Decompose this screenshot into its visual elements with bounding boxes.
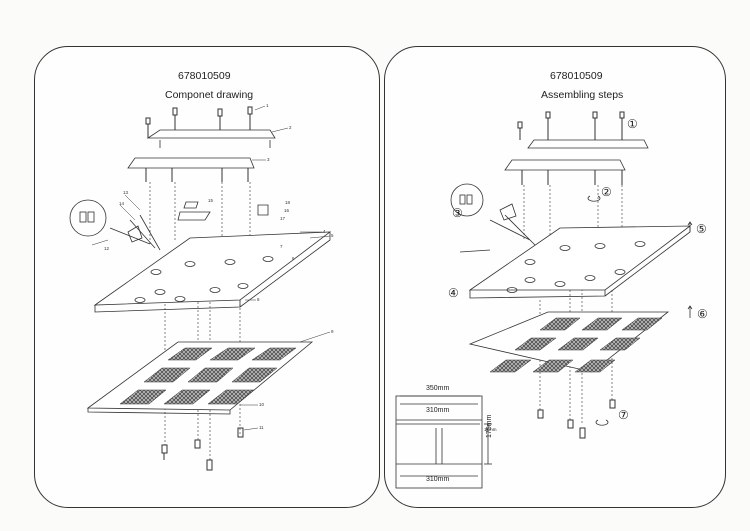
step-3-marker: ③ — [452, 206, 463, 220]
dimension-small: 18mm — [484, 427, 497, 432]
part-number: 7 — [280, 244, 283, 249]
dimension-bottom-width: 310mm — [426, 476, 450, 483]
part-number: 8 — [257, 297, 260, 302]
step-4-marker: ④ — [448, 286, 459, 300]
right-model-number: 678010509 — [550, 70, 603, 82]
part-number: 17 — [280, 216, 286, 221]
part-number: 3 — [267, 157, 270, 162]
part-number: 11 — [259, 425, 264, 430]
step-6-marker: ⑥ — [697, 307, 708, 321]
dimension-drawing — [395, 395, 492, 489]
right-exploded-view — [395, 111, 693, 489]
dimension-mid-width: 310mm — [426, 407, 450, 414]
part-number: 15 — [208, 198, 214, 203]
part-number: 12 — [104, 246, 110, 251]
part-number: 6 — [292, 256, 295, 261]
dimension-top-width: 350mm — [426, 385, 450, 392]
right-heading: Assembling steps — [541, 89, 624, 101]
step-7-marker: ⑦ — [618, 408, 629, 422]
part-number: 1 — [266, 103, 269, 108]
step-5-marker: ⑤ — [696, 222, 707, 236]
part-number: 14 — [119, 201, 125, 206]
part-number: 9 — [331, 329, 334, 334]
part-number: 2 — [289, 125, 292, 130]
part-number: 18 — [285, 200, 291, 205]
left-exploded-view — [69, 105, 332, 471]
part-number: 16 — [284, 208, 290, 213]
part-number: 4 — [323, 229, 326, 234]
left-model-number: 678010509 — [178, 70, 231, 82]
step-2-marker: ② — [601, 185, 612, 199]
part-number: 10 — [259, 402, 265, 407]
step-1-marker: ① — [627, 117, 638, 131]
part-number: 13 — [123, 190, 129, 195]
part-number: 5 — [331, 233, 334, 238]
left-heading: Componet drawing — [165, 89, 254, 101]
